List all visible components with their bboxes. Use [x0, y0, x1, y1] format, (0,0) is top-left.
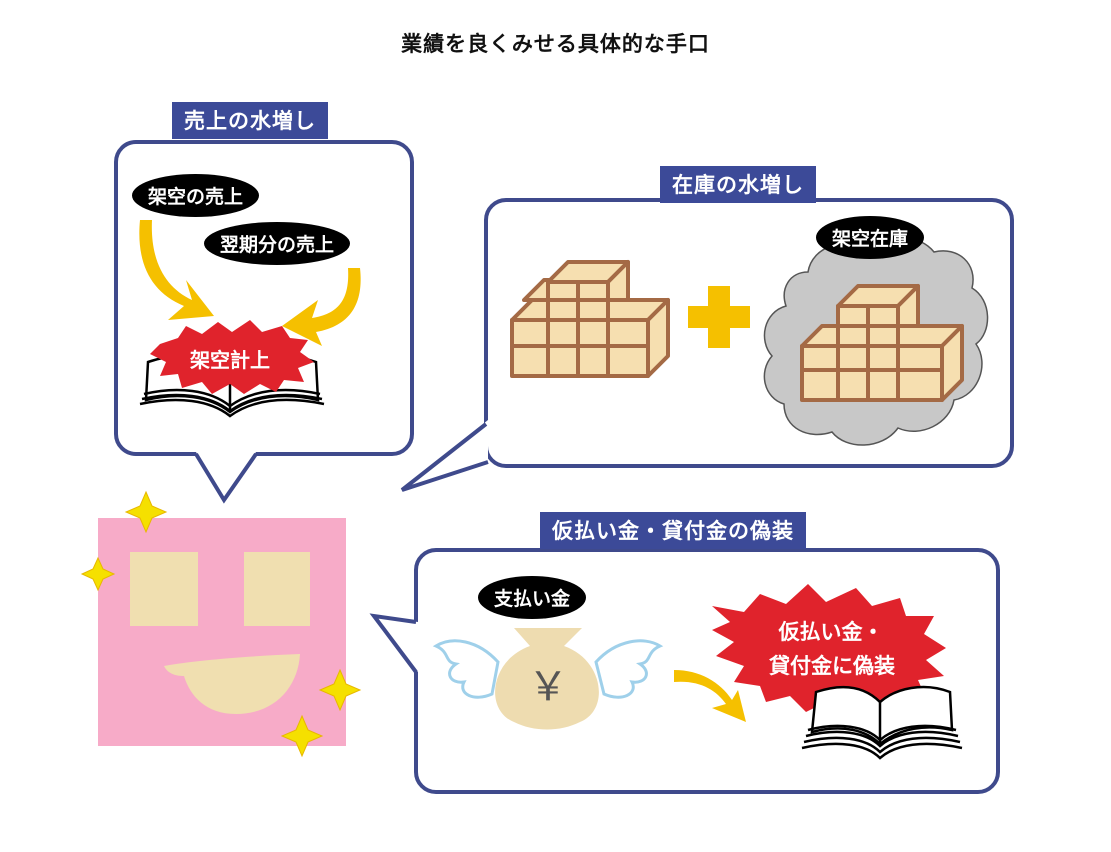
next-period-sales-pill: 翌期分の売上: [204, 222, 351, 265]
fictitious-inventory-boxes-icon: [800, 284, 964, 402]
inventory-inflation-tag: 在庫の水増し: [660, 166, 816, 203]
yen-symbol: ￥: [528, 664, 568, 710]
sales-bubble-tail: [194, 452, 258, 504]
fictitious-sales-pill: 架空の売上: [132, 174, 260, 217]
sales-inflation-tag: 売上の水増し: [172, 102, 328, 139]
character-face: [98, 518, 346, 746]
ledger-book-2-icon: [801, 685, 963, 760]
arrow-down-left-icon: [282, 268, 361, 346]
inventory-boxes-icon: [510, 260, 670, 378]
page-title: 業績を良くみせる具体的な手口: [401, 32, 710, 56]
winged-money-bag-icon: [432, 628, 664, 730]
payment-pill: 支払い金: [478, 576, 587, 619]
arrow-right-icon: [674, 670, 746, 722]
inventory-bubble-tail: [400, 420, 489, 492]
fictitious-inventory-pill: 架空在庫: [816, 216, 925, 259]
fictitious-burst: [150, 320, 314, 394]
plus-icon: [688, 286, 750, 348]
sparkle-icons: [80, 490, 362, 758]
disguise-burst: [712, 584, 946, 716]
disguise-label-line2: 貸付金に偽装: [769, 654, 895, 678]
fictitious-record-label: 架空計上: [190, 348, 270, 372]
suspense-disguise-tag: 仮払い金・貸付金の偽装: [540, 512, 806, 549]
suspense-bubble-tail: [369, 613, 418, 674]
disguise-label-line1: 仮払い金・: [778, 620, 884, 644]
arrow-down-right-icon: [139, 220, 214, 320]
